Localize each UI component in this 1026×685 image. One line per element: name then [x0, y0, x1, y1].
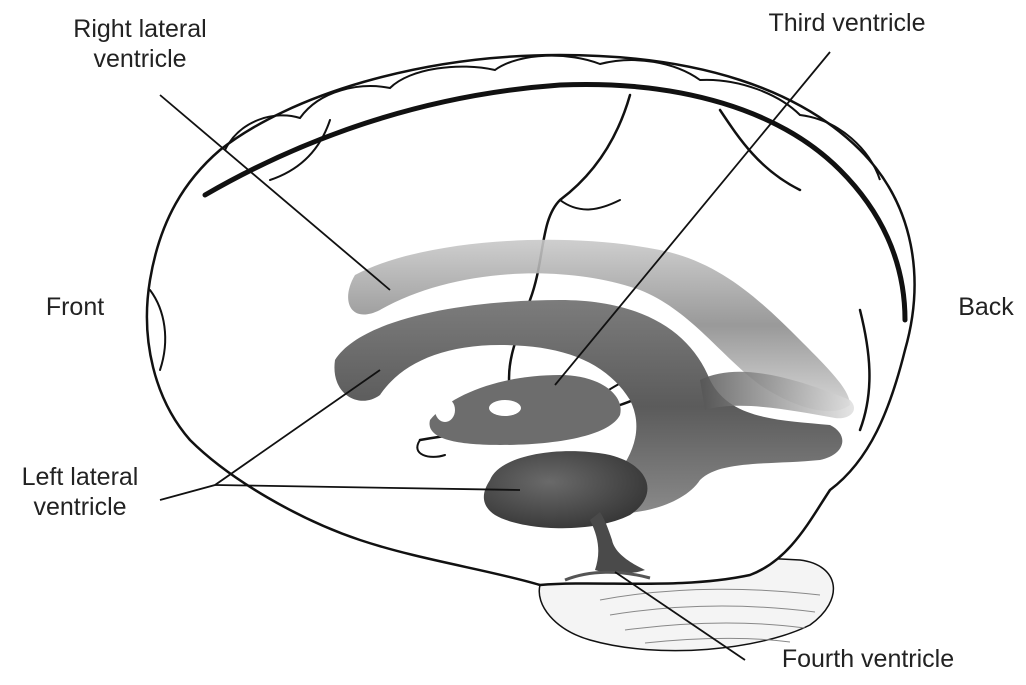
- label-front: Front: [30, 292, 120, 322]
- label-third-ventricle: Third ventricle: [742, 8, 952, 38]
- label-fourth-ventricle: Fourth ventricle: [748, 644, 988, 674]
- label-left-lateral-line2: ventricle: [0, 492, 160, 522]
- label-front-text: Front: [30, 292, 120, 322]
- label-third-text: Third ventricle: [742, 8, 952, 38]
- label-left-lateral-ventricle: Left lateral ventricle: [0, 462, 160, 522]
- label-back: Back: [950, 292, 1022, 322]
- label-left-lateral-line1: Left lateral: [0, 462, 160, 492]
- label-fourth-text: Fourth ventricle: [748, 644, 988, 674]
- label-right-lateral-ventricle: Right lateral ventricle: [50, 14, 230, 74]
- label-right-lateral-line2: ventricle: [50, 44, 230, 74]
- label-right-lateral-line1: Right lateral: [50, 14, 230, 44]
- label-back-text: Back: [950, 292, 1022, 322]
